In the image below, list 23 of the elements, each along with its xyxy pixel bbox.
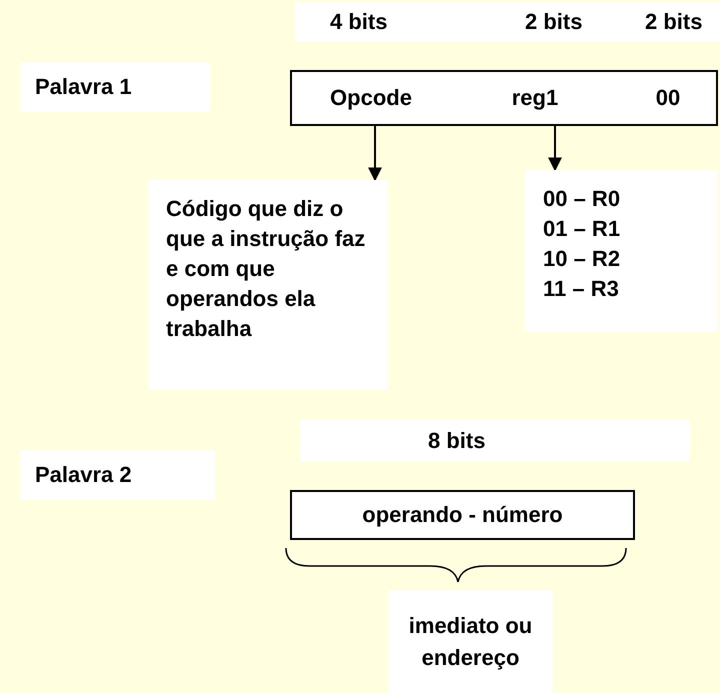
field-cell [620, 70, 718, 126]
register-code: 01 – R1 [543, 215, 622, 243]
word-label: Palavra 1 [20, 62, 210, 112]
register-code: 00 – R0 [543, 185, 622, 213]
bit-width-label: 2 bits [625, 2, 720, 42]
arrow [548, 126, 562, 172]
description-text: Código que diz o que a instrução faz e com que operandos ela trabalha [166, 195, 366, 343]
field-name: operando - número [362, 502, 563, 528]
register-code: 11 – R3 [543, 275, 620, 303]
field-name: Opcode [330, 85, 412, 111]
field-name: 00 [656, 85, 680, 111]
register-code: 10 – R2 [543, 245, 622, 273]
register-list-box [525, 170, 718, 332]
description-box [148, 180, 388, 390]
field-cell [290, 70, 452, 126]
field-cell [290, 490, 635, 540]
bit-width-label: 2 bits [455, 2, 625, 42]
bit-width-label: 8 bits [300, 420, 690, 462]
field-name: reg1 [512, 85, 558, 111]
arrow [368, 126, 382, 182]
bit-width-label: 4 bits [295, 2, 455, 42]
note-text: imediato ou endereço [388, 590, 553, 693]
word-label: Palavra 2 [20, 450, 215, 500]
